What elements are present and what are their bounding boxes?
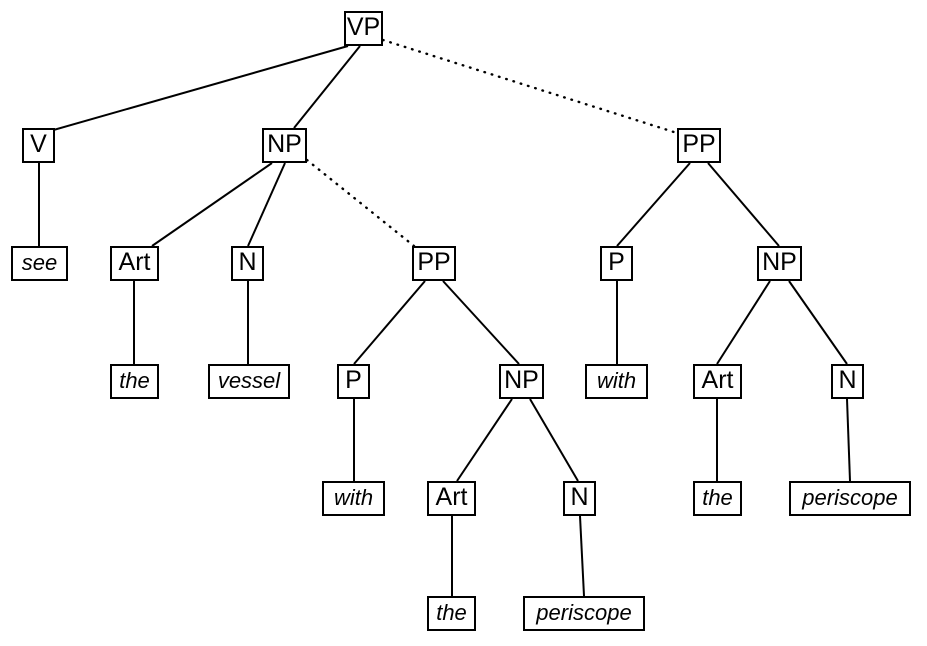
tree-node-label: Art bbox=[701, 366, 734, 394]
tree-node-label: with bbox=[333, 484, 374, 510]
tree-node-peri_r[interactable]: periscope bbox=[789, 481, 911, 516]
tree-edge-np_mid-to-art_mid bbox=[456, 398, 513, 482]
tree-edge-vp-to-v bbox=[49, 45, 349, 132]
tree-node-vessel[interactable]: vessel bbox=[208, 364, 290, 399]
tree-edge-np1-to-art1 bbox=[151, 162, 273, 247]
tree-node-art_right[interactable]: Art bbox=[693, 364, 742, 399]
tree-edge-n_right-to-peri_r bbox=[846, 398, 851, 482]
tree-node-label: the bbox=[119, 367, 150, 393]
tree-node-n_mid[interactable]: N bbox=[563, 481, 596, 516]
tree-node-label: VP bbox=[346, 13, 381, 41]
tree-node-p_right[interactable]: P bbox=[600, 246, 633, 281]
tree-edge-n_mid-to-peri_m bbox=[579, 515, 585, 597]
tree-node-art_mid[interactable]: Art bbox=[427, 481, 476, 516]
tree-edge-np1-to-pp_mid bbox=[305, 158, 416, 248]
tree-node-label: periscope bbox=[536, 599, 632, 625]
tree-node-label: the bbox=[702, 484, 733, 510]
tree-node-n_right[interactable]: N bbox=[831, 364, 864, 399]
tree-edge-np1-to-n1 bbox=[247, 162, 286, 247]
tree-node-label: PP bbox=[682, 130, 716, 158]
tree-edge-pp_mid-to-np_mid bbox=[442, 280, 520, 365]
tree-node-see[interactable]: see bbox=[11, 246, 68, 281]
tree-node-label: NP bbox=[504, 366, 539, 394]
tree-node-label: NP bbox=[762, 248, 797, 276]
tree-node-label: vessel bbox=[217, 367, 281, 393]
tree-node-peri_m[interactable]: periscope bbox=[523, 596, 645, 631]
tree-node-np_right[interactable]: NP bbox=[757, 246, 802, 281]
tree-node-np1[interactable]: NP bbox=[262, 128, 307, 163]
tree-node-np_mid[interactable]: NP bbox=[499, 364, 544, 399]
tree-node-label: Art bbox=[118, 248, 151, 276]
tree-edge-vp-to-pp_right bbox=[381, 38, 679, 135]
tree-node-label: the bbox=[436, 599, 467, 625]
tree-node-label: see bbox=[21, 249, 58, 275]
tree-node-art1[interactable]: Art bbox=[110, 246, 159, 281]
tree-edge-pp_mid-to-p_mid bbox=[353, 280, 426, 365]
tree-node-pp_mid[interactable]: PP bbox=[412, 246, 456, 281]
tree-node-the_r[interactable]: the bbox=[693, 481, 742, 516]
tree-node-label: P bbox=[345, 366, 362, 394]
tree-node-label: P bbox=[608, 248, 625, 276]
tree-node-n1[interactable]: N bbox=[231, 246, 264, 281]
tree-edge-pp_right-to-np_right bbox=[707, 162, 780, 247]
tree-edge-vp-to-np1 bbox=[293, 45, 361, 129]
tree-node-v[interactable]: V bbox=[22, 128, 55, 163]
tree-edge-np_right-to-n_right bbox=[788, 280, 848, 365]
tree-node-label: PP bbox=[417, 248, 451, 276]
tree-node-label: periscope bbox=[802, 484, 898, 510]
tree-node-with_m[interactable]: with bbox=[322, 481, 385, 516]
tree-node-with_r[interactable]: with bbox=[585, 364, 648, 399]
tree-node-p_mid[interactable]: P bbox=[337, 364, 370, 399]
tree-node-label: with bbox=[596, 367, 637, 393]
tree-node-label: V bbox=[30, 130, 47, 158]
tree-node-the1[interactable]: the bbox=[110, 364, 159, 399]
tree-node-label: N bbox=[838, 366, 857, 394]
tree-edge-np_right-to-art_right bbox=[716, 280, 771, 365]
tree-node-label: Art bbox=[435, 483, 468, 511]
tree-node-pp_right[interactable]: PP bbox=[677, 128, 721, 163]
tree-node-label: NP bbox=[267, 130, 302, 158]
tree-node-label: N bbox=[570, 483, 589, 511]
tree-node-label: N bbox=[238, 248, 257, 276]
tree-node-the_m[interactable]: the bbox=[427, 596, 476, 631]
tree-edge-pp_right-to-p_right bbox=[616, 162, 691, 247]
tree-edge-np_mid-to-n_mid bbox=[529, 398, 579, 482]
tree-node-vp[interactable]: VP bbox=[344, 11, 383, 46]
